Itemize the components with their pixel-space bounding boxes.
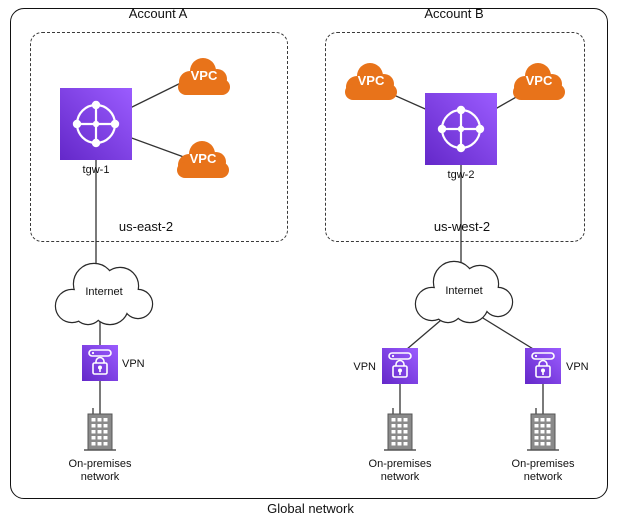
vpc-a-bottom-label: VPC (189, 151, 217, 166)
transit-gateway-glyph (437, 105, 485, 153)
building-icon (527, 408, 559, 451)
vpn-a-label: VPN (122, 358, 145, 370)
global-network-label: Global network (267, 501, 354, 516)
tgw-1-label: tgw-1 (82, 164, 110, 176)
vpc-a-top-label: VPC (190, 68, 218, 83)
onprem-b-left-label: On-premises network (368, 458, 432, 484)
onprem-building-b-right-icon (523, 406, 563, 454)
account-b-box (325, 32, 585, 242)
account-a-box (30, 32, 288, 242)
vpc-b-left-label: VPC (357, 73, 385, 88)
onprem-building-b-left-icon (380, 406, 420, 454)
vpn-gateway-b-left-icon (382, 348, 418, 384)
onprem-b-right-label: On-premises network (511, 458, 575, 484)
region-b-label: us-west-2 (433, 219, 491, 234)
vpn-b-right-label: VPN (566, 361, 589, 373)
vpn-gateway-a-icon (82, 345, 118, 381)
lock-icon (531, 352, 555, 378)
lock-icon (388, 352, 412, 378)
tgw-2-label: tgw-2 (447, 169, 475, 181)
vpn-b-left-label: VPN (353, 361, 376, 373)
lock-icon (88, 349, 112, 375)
vpc-b-right-label: VPC (525, 73, 553, 88)
transit-gateway-2-icon (425, 93, 497, 165)
account-a-title: Account A (128, 6, 188, 21)
internet-a-label: Internet (85, 286, 123, 298)
transit-gateway-glyph (72, 100, 120, 148)
global-network-box (10, 8, 608, 499)
onprem-building-a-icon (80, 406, 120, 454)
transit-gateway-1-icon (60, 88, 132, 160)
account-b-title: Account B (424, 6, 484, 21)
internet-b-label: Internet (445, 285, 483, 297)
onprem-a-label: On-premises network (68, 458, 132, 484)
region-a-label: us-east-2 (118, 219, 174, 234)
building-icon (84, 408, 116, 451)
vpn-gateway-b-right-icon (525, 348, 561, 384)
building-icon (384, 408, 416, 451)
